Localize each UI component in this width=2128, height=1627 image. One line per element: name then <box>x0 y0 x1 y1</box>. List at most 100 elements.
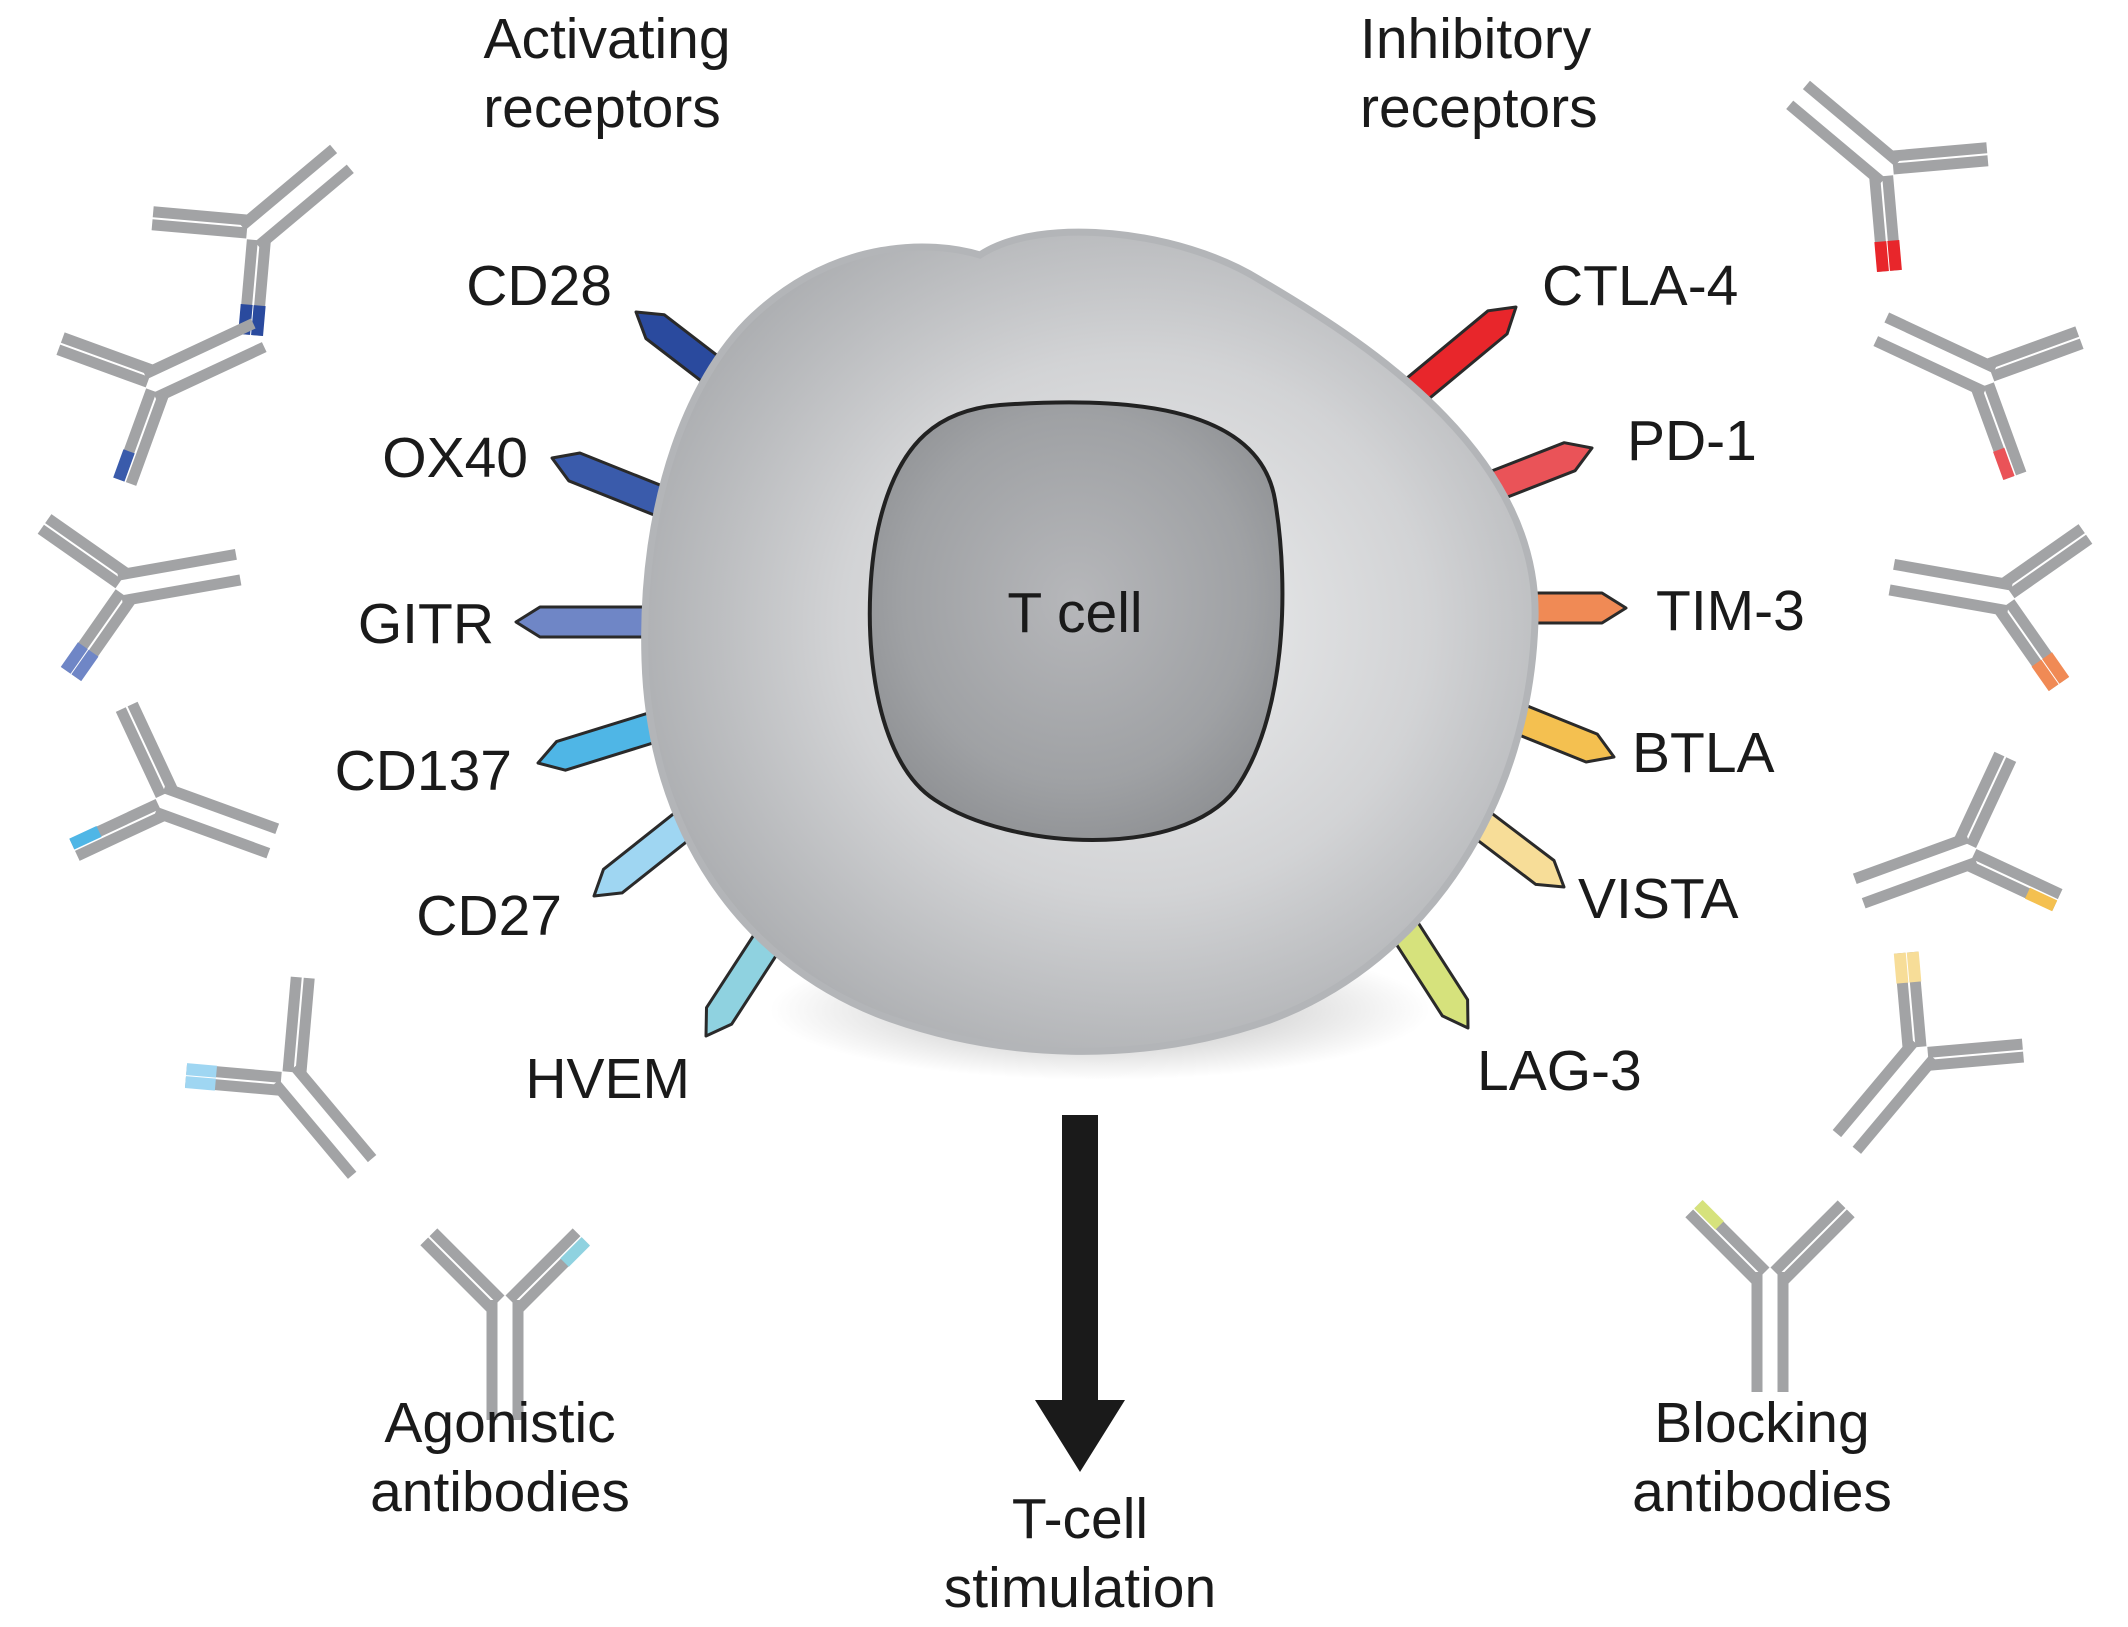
agonistic-antibody-ox40 <box>56 318 267 486</box>
blocking-antibody-pd-1-stem-b <box>1873 336 1987 397</box>
arrow-shaft <box>1062 1115 1098 1425</box>
agonistic-antibody-ox40-arm-left-0 <box>125 392 169 486</box>
blocking-antibody-vista-arm-right-0 <box>1927 1038 2023 1058</box>
stimulation-arrow <box>1035 1115 1125 1472</box>
agonistic-antibody-ox40-stem-b <box>142 318 256 380</box>
blocking-antibodies <box>1685 80 2093 1392</box>
blocking-antibody-vista-stem-b <box>1852 1054 1939 1154</box>
agonistic-antibody-cd27-binding-site-left-1 <box>186 1063 218 1078</box>
receptor-hvem: HVEM <box>525 881 815 1111</box>
blocking-antibody-btla-arm-left-0 <box>1954 751 2005 843</box>
stimulation-label-line1: T-cell <box>1012 1487 1148 1551</box>
blocking-antibody-tim-3-arm-left-1 <box>2008 534 2093 599</box>
blocking-label-line2: antibodies <box>1632 1460 1892 1524</box>
agonistic-antibody-cd27-arm-right-1 <box>295 977 315 1074</box>
activating-header-line1: Activating <box>483 7 730 71</box>
agonistic-antibody-cd28-arm-right-1 <box>152 206 249 226</box>
inhibitory-receptors-header: Inhibitory receptors <box>1360 7 1598 140</box>
agonistic-antibody-gitr-arm-right-0 <box>37 524 122 589</box>
agonistic-antibody-gitr-stem-a <box>121 574 242 607</box>
inhibitory-header-line2: receptors <box>1360 76 1598 140</box>
receptor-label-ctla-4: CTLA-4 <box>1542 254 1738 318</box>
blocking-antibody-btla-arm-left-1 <box>1966 757 2017 848</box>
agonistic-label-line1: Agonistic <box>384 1391 615 1455</box>
blocking-antibody-vista-stem-a <box>1832 1038 1919 1138</box>
blocking-antibody-pd-1-arm-right-0 <box>1983 382 2027 476</box>
blocking-antibody-tim-3-stem-b <box>1888 584 2009 617</box>
agonistic-antibody-cd27-stem-b <box>290 1063 377 1163</box>
blocking-antibody-lag-3-arm-right-1 <box>1779 1209 1855 1285</box>
receptor-gitr: GITR <box>358 592 690 656</box>
blocking-antibody-lag-3-binding-site-left-1 <box>1694 1199 1724 1230</box>
agonistic-antibody-cd137 <box>69 701 280 861</box>
agonistic-antibody-cd137-arm-right-0 <box>115 707 166 798</box>
agonistic-antibody-cd27-arm-right-0 <box>282 976 302 1073</box>
agonistic-antibody-cd28-binding-site-left-0 <box>251 305 266 337</box>
agonistic-antibody-cd137-arm-left-0 <box>75 810 166 861</box>
blocking-antibodies-label: Blocking antibodies <box>1632 1391 1892 1524</box>
agonistic-antibody-gitr-arm-right-1 <box>45 514 130 578</box>
agonistic-antibody-hvem-arm-left-0 <box>420 1237 496 1313</box>
agonistic-antibody-gitr-binding-site-left-0 <box>71 649 99 682</box>
blocking-antibody-ctla-4-stem-b <box>1786 100 1886 187</box>
blocking-antibody-vista-binding-site-left-0 <box>1893 952 1909 984</box>
agonistic-antibody-cd137-stem-a <box>153 807 271 859</box>
receptor-label-cd27: CD27 <box>416 884 562 948</box>
blocking-antibody-vista-binding-site-left-1 <box>1906 951 1922 983</box>
agonistic-antibody-hvem-arm-left-1 <box>429 1228 505 1304</box>
agonistic-antibody-cd27-binding-site-left-0 <box>184 1076 216 1091</box>
receptor-label-btla: BTLA <box>1632 721 1775 785</box>
receptor-ctla-4: CTLA-4 <box>1381 254 1738 423</box>
receptor-label-ox40: OX40 <box>382 426 528 490</box>
agonistic-antibody-gitr-stem-b <box>116 548 237 581</box>
blocking-antibody-tim-3-arm-left-0 <box>2000 524 2085 588</box>
blocking-antibody-ctla-4 <box>1786 80 1989 273</box>
blocking-antibody-btla-stem-b <box>1861 857 1979 909</box>
agonistic-antibody-ox40-binding-site-left-1 <box>113 449 135 482</box>
blocking-antibody-btla-binding-site-right-1 <box>2024 887 2058 912</box>
blocking-antibody-btla <box>1852 751 2063 912</box>
receptor-label-pd-1: PD-1 <box>1627 409 1757 473</box>
agonistic-antibody-ox40-stem-a <box>153 342 267 403</box>
blocking-antibody-pd-1-arm-left-1 <box>1990 338 2084 382</box>
blocking-antibody-pd-1 <box>1873 312 2084 481</box>
blocking-antibody-pd-1-stem-a <box>1884 312 1998 374</box>
agonistic-antibody-cd27 <box>184 976 377 1179</box>
inhibitory-header-line1: Inhibitory <box>1360 7 1592 71</box>
agonistic-antibodies <box>37 144 591 1420</box>
receptor-label-cd28: CD28 <box>466 254 612 318</box>
blocking-antibody-ctla-4-stem-a <box>1802 80 1902 167</box>
receptor-label-vista: VISTA <box>1578 867 1738 931</box>
agonistic-antibodies-label: Agonistic antibodies <box>370 1391 630 1524</box>
blocking-antibody-tim-3-stem-a <box>1893 558 2014 591</box>
blocking-antibody-ctla-4-binding-site-right-1 <box>1874 241 1889 273</box>
blocking-antibody-tim-3-binding-site-right-0 <box>2042 652 2070 684</box>
agonistic-antibody-cd28 <box>151 144 354 337</box>
activating-receptors-header: Activating receptors <box>483 7 730 140</box>
receptor-label-cd137: CD137 <box>335 739 512 803</box>
blocking-antibody-tim-3-binding-site-right-1 <box>2031 659 2059 692</box>
blocking-antibody-pd-1-arm-left-0 <box>1986 326 2080 370</box>
agonistic-antibody-cd137-stem-b <box>162 782 280 834</box>
stimulation-label-line2: stimulation <box>944 1556 1216 1620</box>
agonistic-antibody-hvem <box>420 1228 591 1420</box>
agonistic-antibody-ox40-arm-right-0 <box>56 344 150 388</box>
blocking-antibody-ctla-4-arm-left-0 <box>1891 142 1988 162</box>
agonistic-antibody-gitr-binding-site-left-1 <box>60 642 88 674</box>
receptor-label-tim-3: TIM-3 <box>1656 579 1805 643</box>
blocking-antibody-lag-3-arm-right-0 <box>1770 1200 1846 1276</box>
receptor-label-lag-3: LAG-3 <box>1477 1039 1642 1103</box>
agonistic-antibody-cd28-stem-b <box>238 144 338 231</box>
t-cell-nucleus <box>867 400 1285 842</box>
blocking-label-line1: Blocking <box>1654 1391 1869 1455</box>
blocking-antibody-ctla-4-binding-site-right-0 <box>1887 239 1902 271</box>
agonistic-antibody-ox40-arm-right-1 <box>60 332 154 376</box>
agonistic-antibody-gitr <box>37 514 242 682</box>
agonistic-antibody-cd137-binding-site-left-1 <box>69 825 102 850</box>
blocking-antibody-ctla-4-arm-left-1 <box>1892 155 1989 175</box>
blocking-antibody-vista <box>1832 951 2025 1154</box>
t-cell-stimulation-label: T-cell stimulation <box>944 1487 1216 1620</box>
receptor-label-hvem: HVEM <box>525 1047 690 1111</box>
